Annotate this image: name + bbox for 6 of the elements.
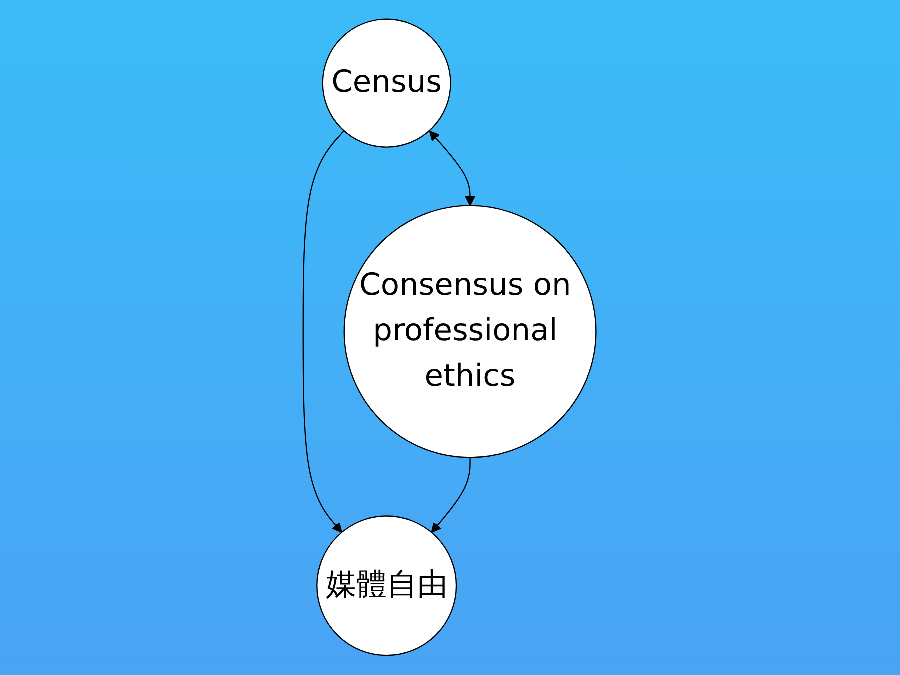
arrow	[303, 130, 345, 534]
node-circle: 媒體自由	[316, 516, 458, 656]
node-circle: Consensus on professional ethics	[344, 205, 597, 458]
arrow	[432, 458, 472, 534]
arrow	[430, 130, 476, 206]
node-circle: Census	[322, 18, 452, 148]
